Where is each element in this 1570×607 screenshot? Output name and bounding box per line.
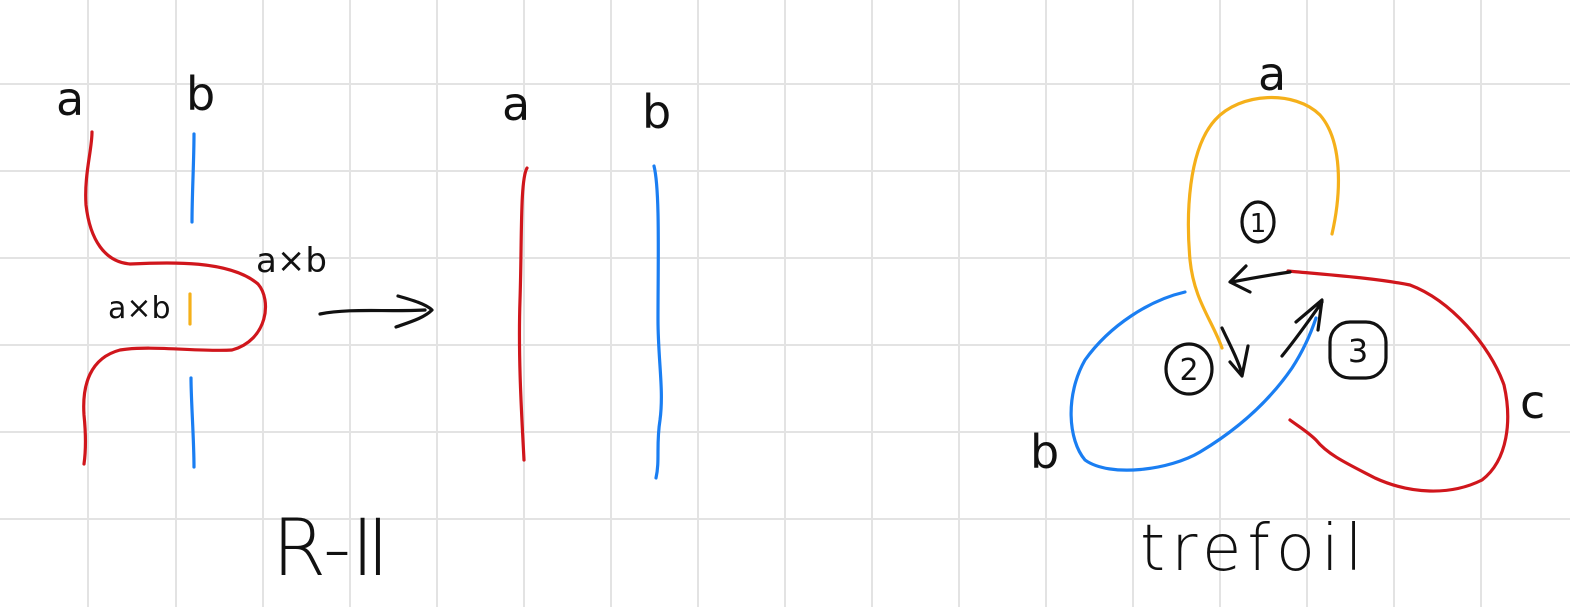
orientation-arrow-3 [1280,298,1324,358]
move-title: R-Ⅱ [272,504,390,594]
strand-b-label: b [186,67,215,121]
strand-b-straight [652,164,663,480]
arc-a-label: a [1258,47,1286,101]
strand-a-upper [82,130,267,466]
arc-c-label: c [1520,375,1545,429]
crossing-label-outer: a×b [256,241,327,281]
strand-a-label-after: a [502,77,530,131]
strand-a-straight [517,166,529,462]
r2-before-diagram: a b a×b a×b R-Ⅱ [56,67,434,594]
arc-c [1286,269,1510,493]
trefoil-title: trefoil [1140,512,1369,586]
move-arrow [318,294,434,329]
crossing-marker-1: 1 [1240,200,1276,244]
orientation-arrow-1 [1228,264,1292,294]
svg-text:2: 2 [1179,353,1198,388]
arc-b [1069,290,1318,472]
crossing-marker-2: 2 [1164,342,1214,396]
orientation-arrow-2 [1220,326,1250,378]
crossing-label-inner: a×b [108,291,171,326]
trefoil-diagram: 1 2 3 a b c trefoil [1030,47,1545,586]
strand-b-label-after: b [642,85,671,139]
r2-after-diagram: a b [502,77,671,480]
strand-b-bottom [189,376,196,469]
arc-b-label: b [1030,425,1059,479]
svg-text:1: 1 [1250,209,1267,239]
arc-a [1186,96,1341,350]
strand-b-top [190,132,196,224]
svg-text:3: 3 [1348,332,1368,370]
crossing-marker-3: 3 [1328,320,1388,380]
strand-a-label: a [56,72,84,126]
